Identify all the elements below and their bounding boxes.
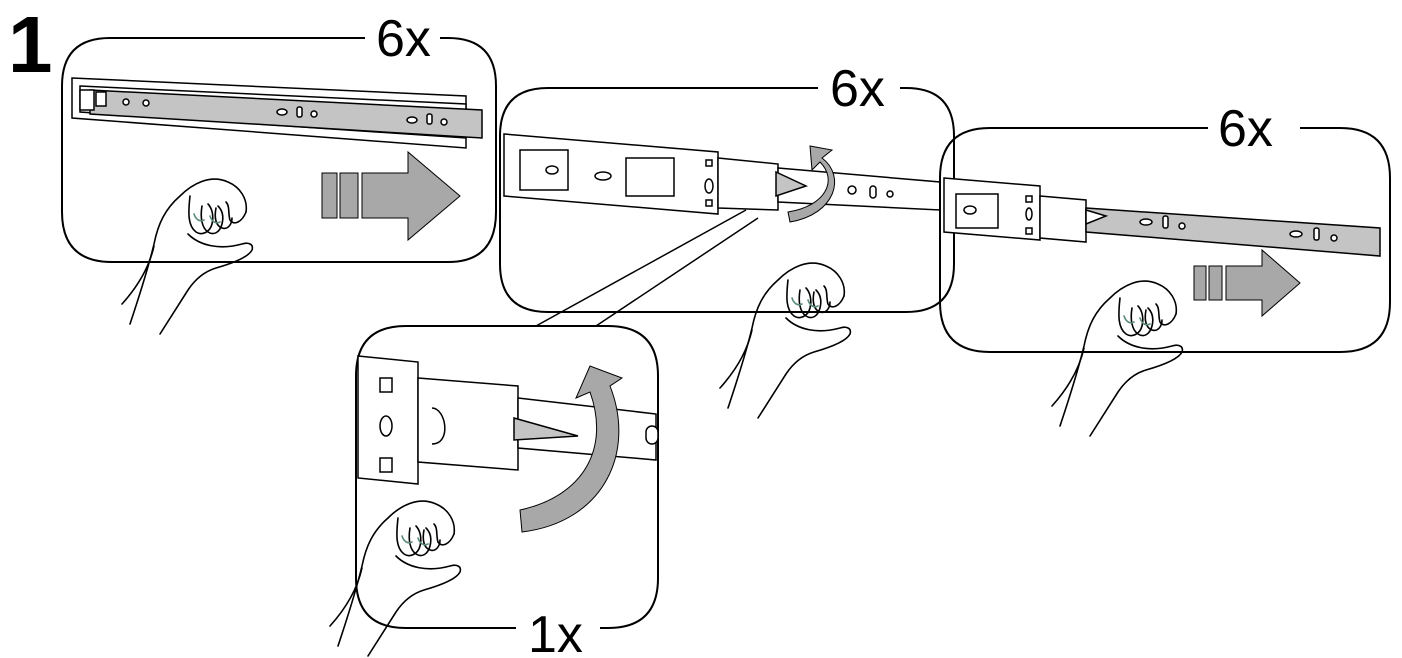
rotate-arrow-icon (787, 145, 836, 223)
hand-icon (719, 262, 852, 419)
hand-icon (121, 178, 254, 335)
drawer-slide-rail (943, 177, 1381, 257)
detail-quantity: 1x (528, 606, 583, 658)
push-arrow-icon (1193, 248, 1301, 318)
panel-2-frame (499, 87, 955, 313)
drawer-slide-rail (357, 355, 659, 485)
push-arrow-icon (321, 150, 461, 242)
panel-1: 6x (61, 10, 497, 335)
panel-3-quantity: 6x (1218, 100, 1273, 158)
panel-1-frame (61, 37, 497, 263)
callout-line (535, 209, 747, 327)
step-number: 1 (8, 0, 53, 89)
panel-2-quantity: 6x (830, 60, 885, 118)
panel-1-quantity: 6x (376, 10, 431, 68)
rotate-arrow-icon (519, 365, 624, 533)
detail-frame (355, 325, 659, 629)
callout-line (595, 217, 759, 327)
panel-2: 6x (499, 60, 955, 419)
hand-icon (1051, 280, 1184, 437)
drawer-slide-rail (503, 133, 941, 215)
panel-3-frame (939, 127, 1391, 353)
drawer-slide-rail (71, 77, 483, 149)
hand-icon (329, 500, 462, 657)
detail-panel: 1x (329, 325, 659, 658)
panel-3: 6x (939, 100, 1391, 437)
